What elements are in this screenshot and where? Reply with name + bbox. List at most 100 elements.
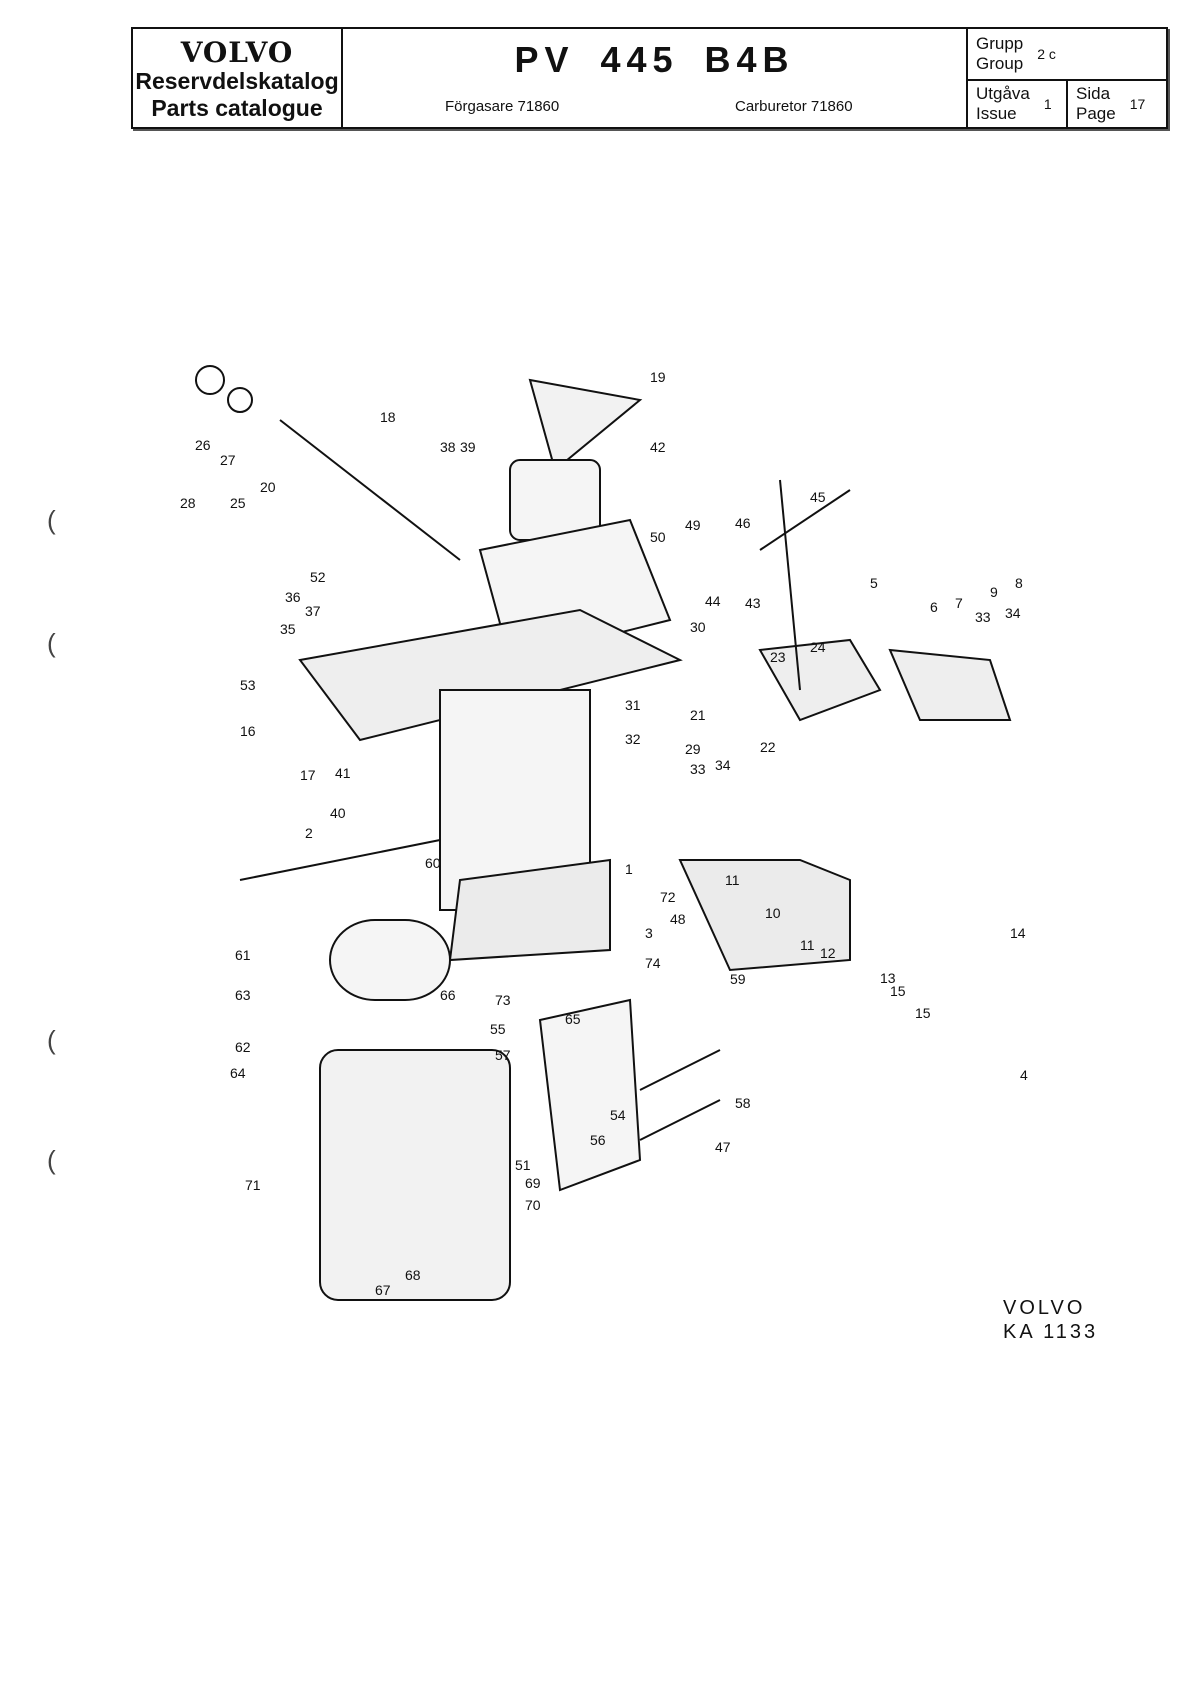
part-label-15: 15 bbox=[890, 983, 906, 999]
volvo-logo: VOLVO bbox=[180, 36, 294, 69]
part-label-67: 67 bbox=[375, 1282, 391, 1298]
part-label-19: 19 bbox=[650, 369, 666, 385]
part-label-49: 49 bbox=[685, 517, 701, 533]
part-label-21: 21 bbox=[690, 707, 706, 723]
group-label-en: Group bbox=[976, 54, 1024, 73]
issue-label-en: Issue bbox=[976, 104, 1017, 123]
part-label-35: 35 bbox=[280, 621, 296, 637]
part-label-37: 37 bbox=[305, 603, 321, 619]
part-label-45: 45 bbox=[810, 489, 826, 505]
part-label-69: 69 bbox=[525, 1175, 541, 1191]
fixing-screw bbox=[639, 1099, 721, 1141]
page-label-sv: Sida bbox=[1076, 84, 1111, 103]
part-label-29: 29 bbox=[685, 741, 701, 757]
float-bowl bbox=[319, 1049, 511, 1301]
float-cover bbox=[298, 608, 683, 742]
part-label-63: 63 bbox=[235, 987, 251, 1003]
part-label-4: 4 bbox=[1020, 1067, 1028, 1083]
part-label-10: 10 bbox=[765, 905, 781, 921]
part-label-15: 15 bbox=[915, 1005, 931, 1021]
part-label-66: 66 bbox=[440, 987, 456, 1003]
part-label-56: 56 bbox=[590, 1132, 606, 1148]
binder-mark: ( bbox=[47, 505, 56, 535]
part-label-34: 34 bbox=[1005, 605, 1021, 621]
group-label-sv: Grupp bbox=[976, 34, 1024, 53]
group-value: 2 c bbox=[1037, 46, 1056, 62]
part-label-70: 70 bbox=[525, 1197, 541, 1213]
binder-mark: ( bbox=[47, 1145, 56, 1175]
binder-mark: ( bbox=[47, 628, 56, 658]
part-label-40: 40 bbox=[330, 805, 346, 821]
part-label-20: 20 bbox=[260, 479, 276, 495]
adjusting-screw bbox=[759, 489, 851, 551]
nut bbox=[195, 365, 225, 395]
part-label-12: 12 bbox=[820, 945, 836, 961]
throttle-lever bbox=[888, 648, 1012, 721]
part-label-58: 58 bbox=[735, 1095, 751, 1111]
part-label-59: 59 bbox=[730, 971, 746, 987]
fixing-screw bbox=[639, 1049, 721, 1091]
page-value: 17 bbox=[1129, 96, 1146, 112]
part-label-74: 74 bbox=[645, 955, 661, 971]
binder-mark: ( bbox=[47, 1025, 56, 1055]
choke-rod bbox=[779, 479, 801, 691]
part-label-42: 42 bbox=[650, 439, 666, 455]
accelerator-pump bbox=[678, 859, 851, 972]
part-label-39: 39 bbox=[460, 439, 476, 455]
part-label-31: 31 bbox=[625, 697, 641, 713]
part-label-71: 71 bbox=[245, 1177, 261, 1193]
part-label-52: 52 bbox=[310, 569, 326, 585]
part-label-28: 28 bbox=[180, 495, 196, 511]
issue-cell: Utgåva Issue 1 bbox=[968, 81, 1068, 127]
part-label-60: 60 bbox=[425, 855, 441, 871]
part-label-72: 72 bbox=[660, 889, 676, 905]
choke-shaft bbox=[279, 419, 461, 561]
part-label-25: 25 bbox=[230, 495, 246, 511]
part-label-13: 13 bbox=[880, 970, 896, 986]
part-label-61: 61 bbox=[235, 947, 251, 963]
part-label-44: 44 bbox=[705, 593, 721, 609]
catalog-header: VOLVO Reservdelskatalog Parts catalogue … bbox=[131, 27, 1168, 129]
part-label-11: 11 bbox=[800, 937, 815, 953]
part-label-50: 50 bbox=[650, 529, 666, 545]
float bbox=[329, 919, 451, 1001]
subtitle-sv: Förgasare 71860 bbox=[445, 98, 560, 115]
part-label-55: 55 bbox=[490, 1021, 506, 1037]
part-label-5: 5 bbox=[870, 575, 878, 591]
model-title: PV 445 B4B bbox=[514, 39, 795, 80]
part-label-3: 3 bbox=[645, 925, 653, 941]
part-label-54: 54 bbox=[610, 1107, 626, 1123]
part-label-43: 43 bbox=[745, 595, 761, 611]
part-label-17: 17 bbox=[300, 767, 316, 783]
issue-label-sv: Utgåva bbox=[976, 84, 1030, 103]
group-cell: Grupp Group 2 c bbox=[968, 29, 1166, 81]
part-label-57: 57 bbox=[495, 1047, 511, 1063]
meta-block: Grupp Group 2 c Utgåva Issue 1 Sida Page… bbox=[968, 29, 1166, 127]
subtitle-en: Carburetor 71860 bbox=[735, 98, 853, 115]
part-label-26: 26 bbox=[195, 437, 211, 453]
part-label-30: 30 bbox=[690, 619, 706, 635]
cover-plate bbox=[538, 998, 642, 1192]
part-label-24: 24 bbox=[810, 639, 826, 655]
part-label-2: 2 bbox=[305, 825, 313, 841]
part-label-53: 53 bbox=[240, 677, 256, 693]
part-label-65: 65 bbox=[565, 1011, 581, 1027]
part-label-33: 33 bbox=[975, 609, 991, 625]
part-label-32: 32 bbox=[625, 731, 641, 747]
choke-lever bbox=[758, 638, 882, 722]
stamp-brand: VOLVO bbox=[1003, 1297, 1086, 1319]
throttle-shaft bbox=[239, 839, 441, 881]
page-label-en: Page bbox=[1076, 104, 1116, 123]
part-label-51: 51 bbox=[515, 1157, 531, 1173]
part-label-7: 7 bbox=[955, 595, 963, 611]
part-label-36: 36 bbox=[285, 589, 301, 605]
catalog-title-sv: Reservdelskatalog bbox=[135, 68, 339, 94]
part-label-9: 9 bbox=[990, 584, 998, 600]
part-label-34: 34 bbox=[715, 757, 731, 773]
diagram-artwork bbox=[195, 365, 1012, 1301]
issue-value: 1 bbox=[1043, 96, 1052, 112]
part-label-27: 27 bbox=[220, 452, 236, 468]
title-block: PV 445 B4B Förgasare 71860 Carburetor 71… bbox=[343, 29, 968, 127]
diagram-stamp: VOLVO KA 1133 bbox=[1003, 1296, 1098, 1344]
